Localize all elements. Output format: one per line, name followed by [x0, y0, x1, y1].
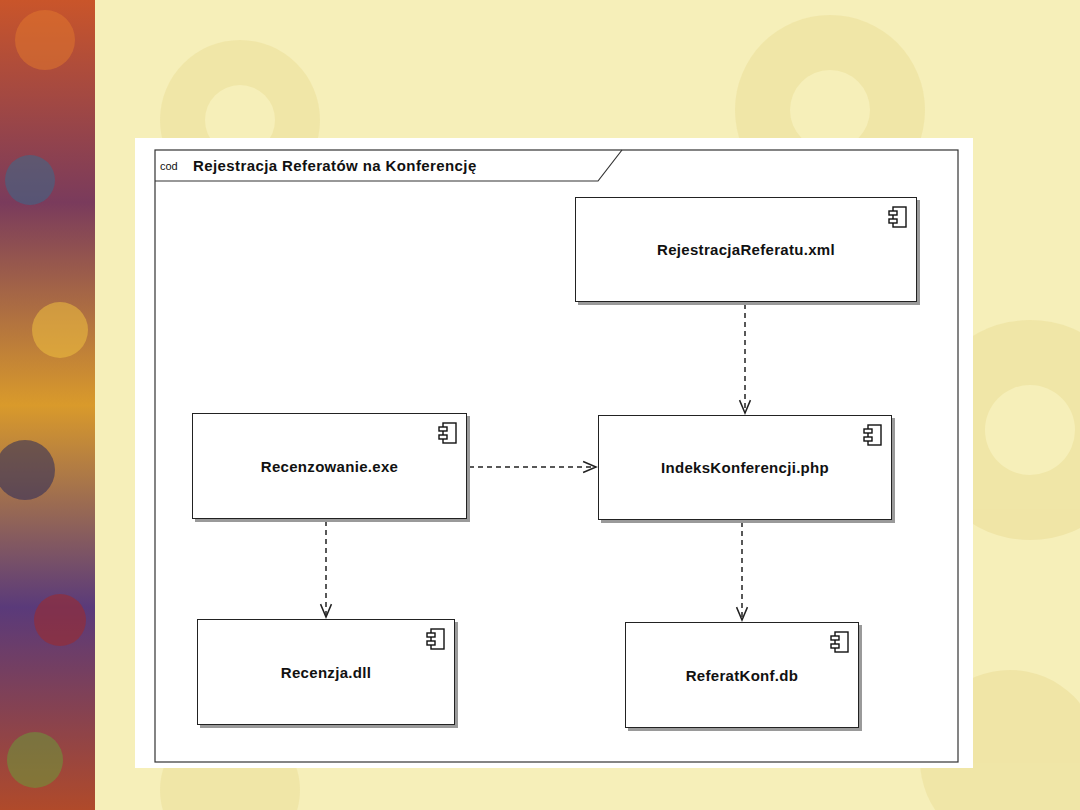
dependency-arrow: [469, 462, 596, 473]
dependency-arrow: [740, 304, 751, 413]
dependency-arrow: [321, 521, 332, 617]
frame: [155, 150, 958, 762]
component-name: Recenzowanie.exe: [261, 458, 398, 475]
component-box: Recenzowanie.exe: [192, 413, 467, 519]
diagram-title: Rejestracja Referatów na Konferencję: [193, 157, 477, 174]
left-image-strip: [0, 0, 95, 810]
component-icon: [426, 628, 446, 650]
frame-tab: [155, 150, 622, 181]
component-name: RejestracjaReferatu.xml: [657, 241, 835, 258]
component-name: Recenzja.dll: [281, 664, 371, 681]
component-icon: [830, 631, 850, 653]
component-box: ReferatKonf.db: [625, 622, 859, 728]
component-icon: [888, 206, 908, 228]
component-icon: [438, 422, 458, 444]
component-box: IndeksKonferencji.php: [598, 415, 892, 520]
component-icon: [863, 424, 883, 446]
component-name: ReferatKonf.db: [686, 667, 799, 684]
dependency-arrow: [737, 522, 748, 620]
component-box: RejestracjaReferatu.xml: [575, 197, 917, 302]
frame-keyword: cod: [160, 160, 178, 172]
component-box: Recenzja.dll: [197, 619, 455, 725]
component-name: IndeksKonferencji.php: [661, 459, 829, 476]
